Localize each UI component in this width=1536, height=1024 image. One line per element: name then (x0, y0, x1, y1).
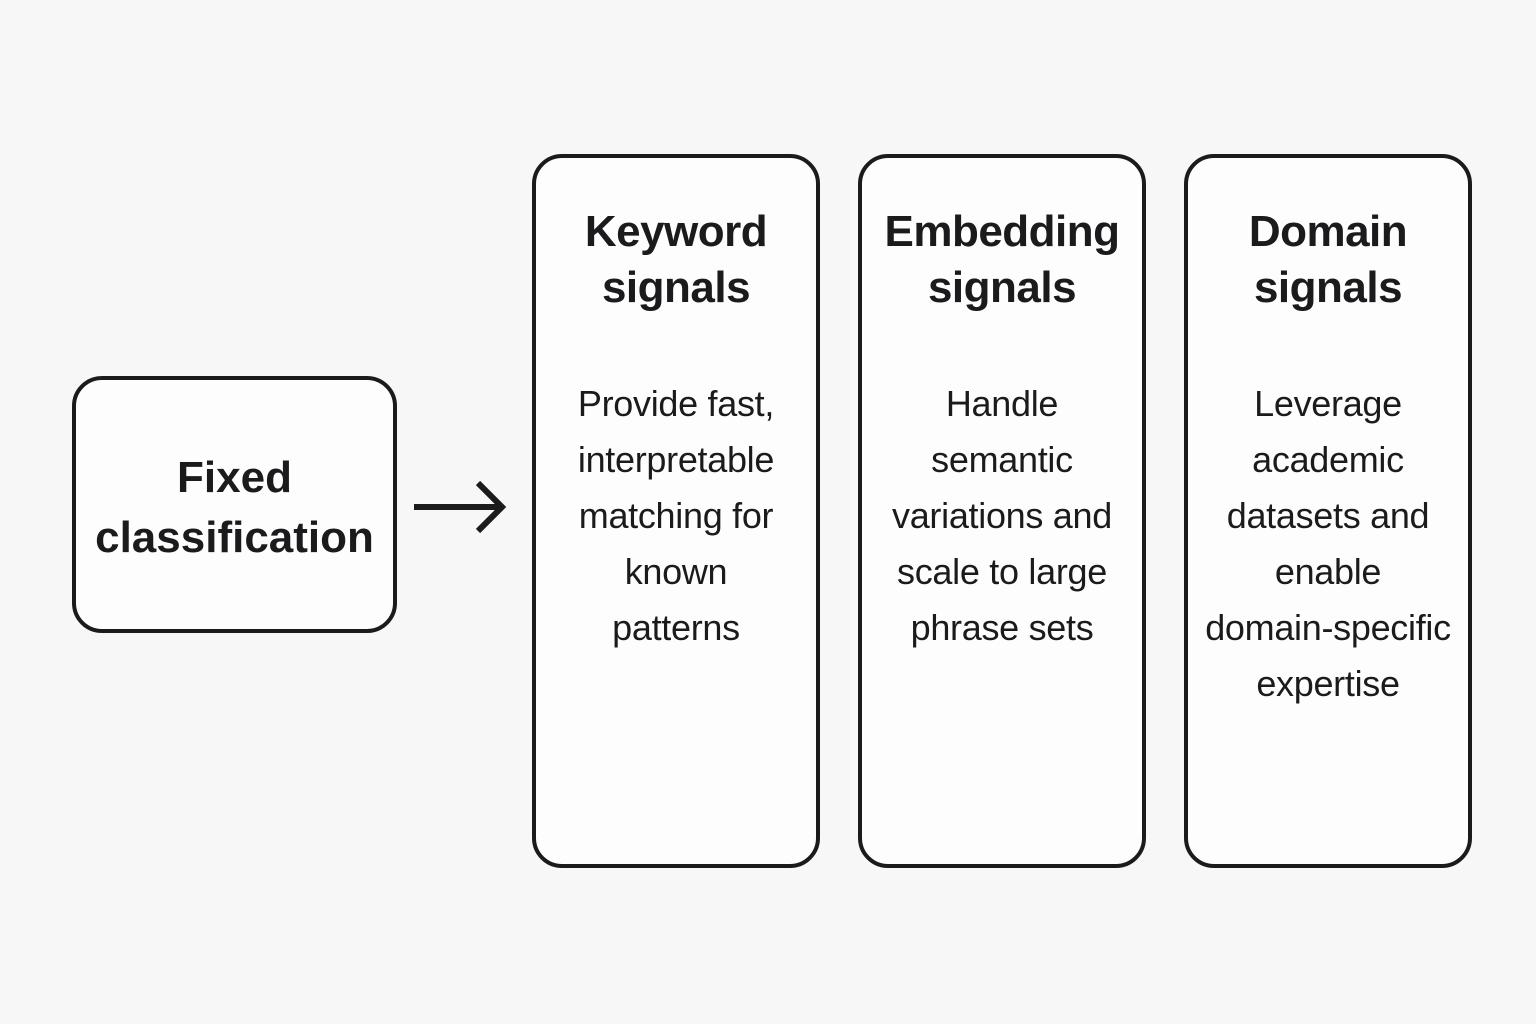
domain-signals-card: Domain signals Leverage academic dataset… (1184, 154, 1472, 868)
fixed-classification-box: Fixed classification (72, 376, 397, 633)
keyword-signals-card: Keyword signals Provide fast, interpreta… (532, 154, 820, 868)
domain-signals-body: Leverage academic datasets and enable do… (1205, 383, 1451, 704)
keyword-signals-title: Keyword signals (584, 207, 768, 312)
flow-arrow (406, 476, 510, 538)
embedding-signals-body: Handle semantic variations and scale to … (892, 383, 1112, 648)
keyword-signals-body: Provide fast, interpretable matching for… (577, 383, 775, 648)
embedding-signals-card: Embedding signals Handle semantic variat… (858, 154, 1146, 868)
fixed-classification-label: Fixed classification (95, 452, 374, 562)
embedding-signals-title: Embedding signals (884, 207, 1120, 312)
domain-signals-title: Domain signals (1248, 207, 1408, 312)
arrow-right-icon (414, 480, 507, 534)
